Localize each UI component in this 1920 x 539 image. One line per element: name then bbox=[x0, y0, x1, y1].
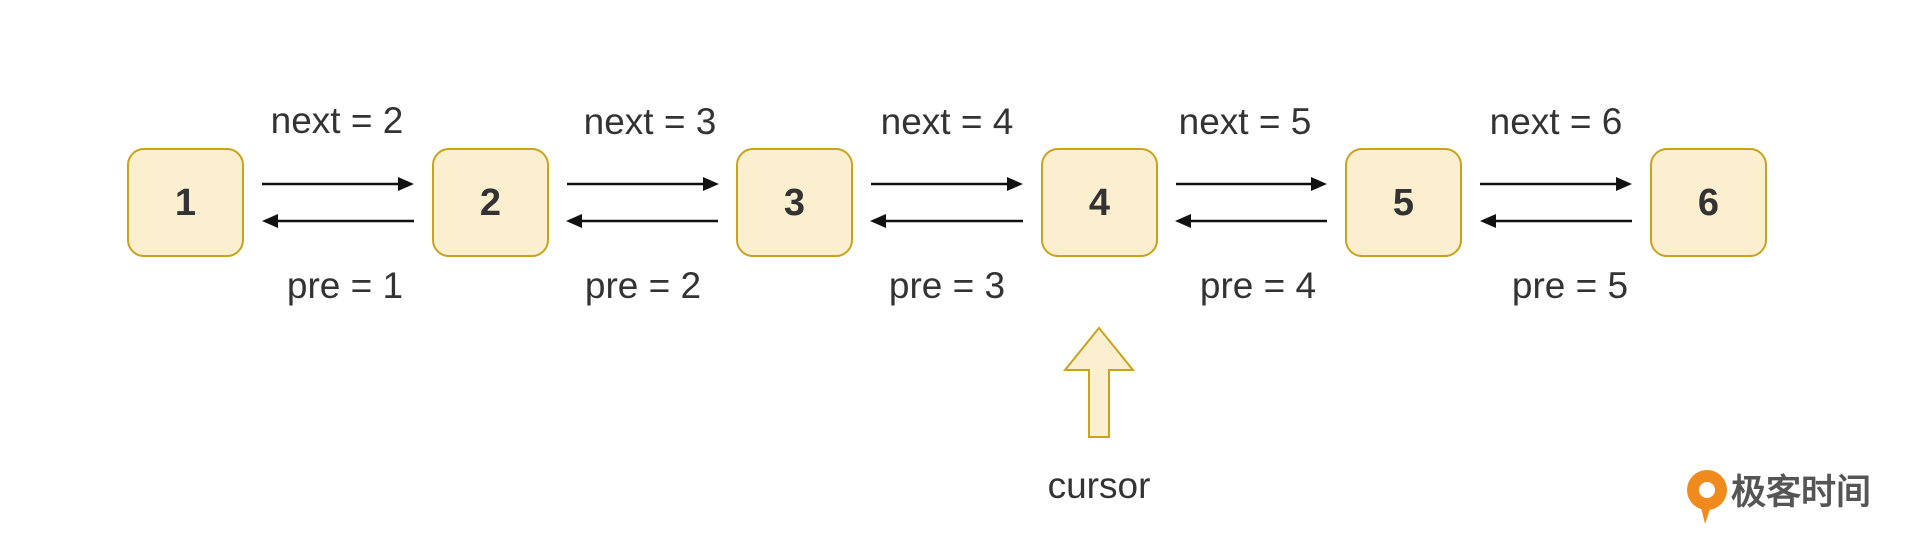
pre-pointer-label: pre = 4 bbox=[1200, 265, 1316, 306]
pre-arrowhead bbox=[566, 214, 582, 228]
next-pointer-label: next = 5 bbox=[1179, 101, 1312, 142]
cursor-pointer: cursor bbox=[1048, 326, 1151, 506]
node-6: 6 bbox=[1650, 148, 1767, 257]
node-label: 2 bbox=[480, 182, 501, 224]
next-pointer-label: next = 3 bbox=[584, 101, 717, 142]
node-label: 6 bbox=[1698, 182, 1719, 224]
node-4: 4 bbox=[1041, 148, 1158, 257]
node-1: 1 bbox=[127, 148, 244, 257]
next-pointer-label: next = 6 bbox=[1490, 101, 1623, 142]
link-2-3: next = 3 pre = 2 bbox=[566, 101, 719, 306]
node-label: 3 bbox=[784, 182, 805, 224]
cursor-up-arrow-icon bbox=[1062, 326, 1136, 438]
node-5: 5 bbox=[1345, 148, 1462, 257]
node-2: 2 bbox=[432, 148, 549, 257]
next-pointer-label: next = 2 bbox=[271, 100, 404, 141]
brand-watermark: 极客时间 bbox=[1687, 470, 1871, 524]
link-1-2: next = 2 pre = 1 bbox=[262, 100, 414, 306]
pre-pointer-label: pre = 3 bbox=[889, 265, 1005, 306]
brand-logo-icon bbox=[1687, 470, 1727, 524]
next-arrowhead bbox=[1311, 177, 1327, 191]
node-label: 1 bbox=[175, 182, 196, 224]
pre-arrowhead bbox=[1175, 214, 1191, 228]
node-label: 5 bbox=[1393, 182, 1414, 224]
pre-pointer-label: pre = 5 bbox=[1512, 265, 1628, 306]
node-3: 3 bbox=[736, 148, 853, 257]
node-label: 4 bbox=[1089, 182, 1110, 224]
next-arrowhead bbox=[703, 177, 719, 191]
pre-pointer-label: pre = 2 bbox=[585, 265, 701, 306]
next-pointer-label: next = 4 bbox=[881, 101, 1014, 142]
brand-name: 极客时间 bbox=[1731, 472, 1871, 513]
next-arrowhead bbox=[1007, 177, 1023, 191]
pre-pointer-label: pre = 1 bbox=[287, 265, 403, 306]
pre-arrowhead bbox=[1480, 214, 1496, 228]
link-4-5: next = 5 pre = 4 bbox=[1175, 101, 1327, 306]
pre-arrowhead bbox=[870, 214, 886, 228]
link-5-6: next = 6 pre = 5 bbox=[1480, 101, 1632, 306]
cursor-label: cursor bbox=[1048, 465, 1151, 506]
next-arrowhead bbox=[1616, 177, 1632, 191]
next-arrowhead bbox=[398, 177, 414, 191]
pre-arrowhead bbox=[262, 214, 278, 228]
link-3-4: next = 4 pre = 3 bbox=[870, 101, 1023, 306]
